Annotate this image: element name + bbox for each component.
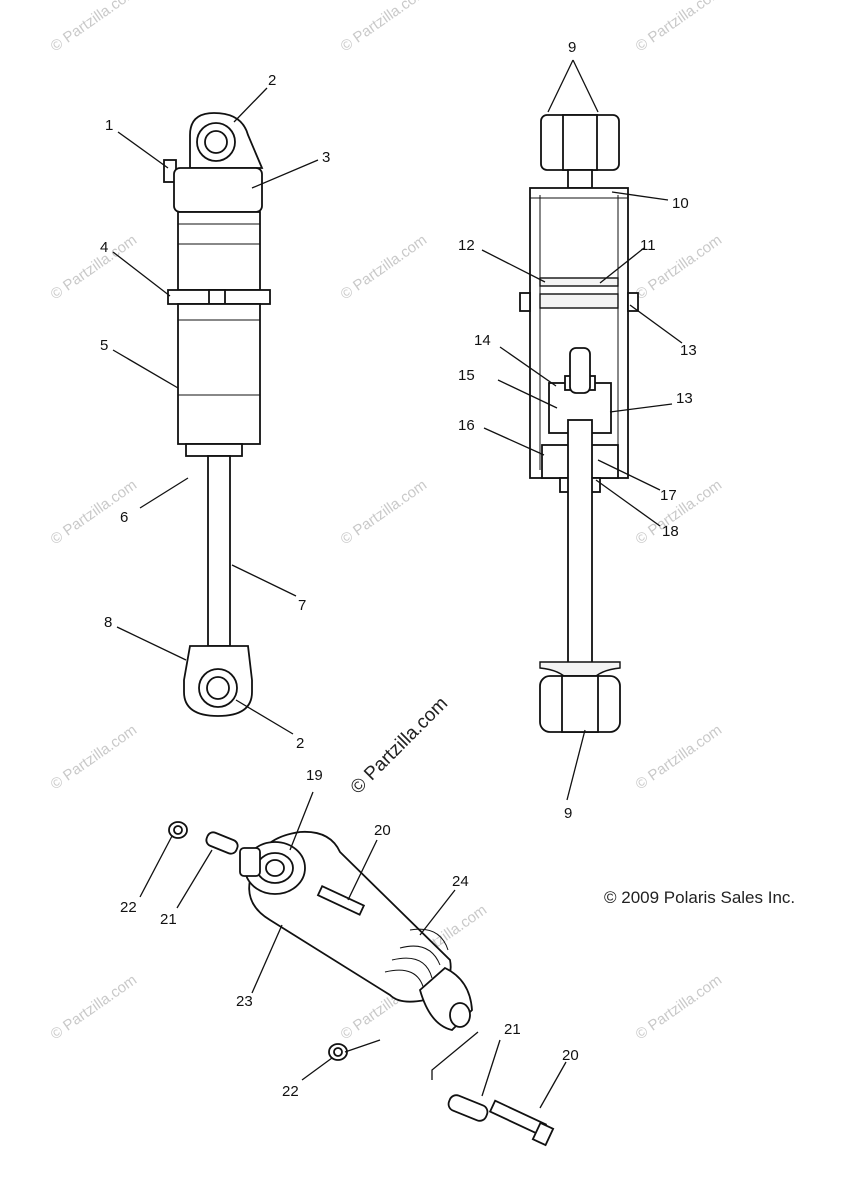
eyelet-bushing-inner	[204, 130, 228, 154]
callout-labels: 1 2 3 4 5 6 7 8 2 9 10 11 12 13 14 15 13…	[100, 39, 697, 1100]
callout-17: 17	[660, 487, 677, 504]
watermark: © Partzilla.com	[633, 0, 726, 55]
callout-21: 21	[504, 1021, 521, 1038]
piston-shaft	[567, 419, 593, 671]
callout-8: 8	[104, 614, 112, 631]
watermark: © Partzilla.com	[633, 971, 726, 1043]
callout-15: 15	[458, 367, 475, 384]
callout-20: 20	[374, 822, 391, 839]
watermark-center: © Partzilla.com	[347, 693, 452, 798]
piston-shaft	[207, 455, 231, 647]
watermark: © Partzilla.com	[48, 721, 141, 793]
watermark: © Partzilla.com	[48, 231, 141, 303]
callout-12: 12	[458, 237, 475, 254]
callout-4: 4	[100, 239, 108, 256]
rod-top	[569, 347, 591, 394]
watermark: © Partzilla.com	[48, 0, 141, 55]
callout-24: 24	[452, 873, 469, 890]
callout-14: 14	[474, 332, 491, 349]
callout-7: 7	[298, 597, 306, 614]
watermark: © Partzilla.com	[633, 476, 726, 548]
callout-10: 10	[672, 195, 689, 212]
watermark: © Partzilla.com	[338, 476, 431, 548]
shock-section-view	[519, 114, 639, 733]
watermark: © Partzilla.com	[338, 0, 431, 55]
callout-19: 19	[306, 767, 323, 784]
callout-16: 16	[458, 417, 475, 434]
watermark: © Partzilla.com	[338, 231, 431, 303]
callout-22: 22	[120, 899, 137, 916]
callout-1: 1	[105, 117, 113, 134]
callout-20: 20	[562, 1047, 579, 1064]
callout-23: 23	[236, 993, 253, 1010]
callout-11: 11	[640, 237, 656, 254]
watermark: © Partzilla.com	[48, 971, 141, 1043]
watermark: © Partzilla.com	[633, 721, 726, 793]
callout-9: 9	[564, 805, 572, 822]
callout-3: 3	[322, 149, 330, 166]
eyelet-bushing-inner	[206, 676, 230, 700]
callout-5: 5	[100, 337, 108, 354]
side-fitting	[519, 292, 531, 312]
callout-22: 22	[282, 1083, 299, 1100]
leader-lines	[112, 59, 683, 1109]
callout-9: 9	[568, 39, 576, 56]
shock-exterior-view	[163, 112, 271, 717]
floating-piston	[539, 277, 619, 287]
callout-21: 21	[160, 911, 177, 928]
copyright-notice: © 2009 Polaris Sales Inc.	[604, 888, 795, 907]
callout-13: 13	[676, 390, 693, 407]
lower-end-bushing	[449, 1002, 471, 1028]
top-cap	[173, 167, 263, 213]
side-fitting	[627, 292, 639, 312]
seal-nut	[185, 443, 243, 457]
callout-18: 18	[662, 523, 679, 540]
mounting-bolt	[316, 884, 366, 916]
reservoir-body-lower	[177, 303, 261, 445]
watermark-layer: © Partzilla.com © Partzilla.com © Partzi…	[48, 0, 726, 1043]
sleeve	[447, 1094, 489, 1122]
callout-13: 13	[680, 342, 697, 359]
sleeve	[205, 831, 239, 855]
callout-6: 6	[120, 509, 128, 526]
shock-assembled-view	[168, 821, 555, 1147]
callout-2: 2	[268, 72, 276, 89]
callout-2: 2	[296, 735, 304, 752]
